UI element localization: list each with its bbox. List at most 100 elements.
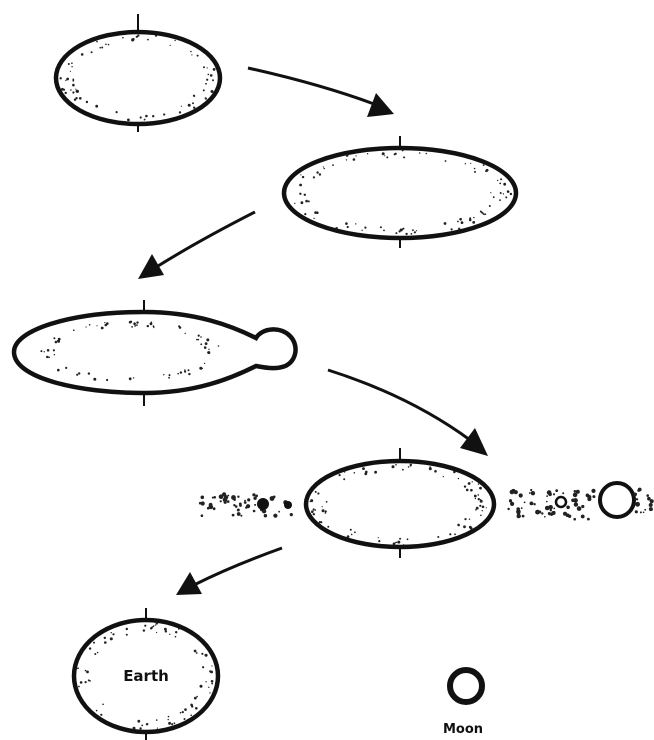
stipple-dot	[149, 322, 153, 326]
stipple-dot	[350, 533, 353, 536]
stipple-dot	[473, 216, 475, 219]
stipple-dot	[46, 355, 49, 359]
stipple-dot	[412, 229, 414, 232]
stipple-dot	[505, 196, 508, 199]
stipple-dot	[327, 525, 330, 528]
stipple-dot	[366, 153, 369, 155]
stipple-dot	[202, 89, 205, 92]
stipple-dot	[211, 682, 214, 685]
stipple-dot	[164, 630, 168, 633]
stipple-dot	[405, 232, 408, 236]
stipple-dot	[153, 625, 155, 627]
stipple-dot	[208, 348, 210, 350]
stipple-dot	[468, 518, 471, 520]
stipple-dot	[155, 719, 158, 721]
debris-particle	[236, 512, 241, 516]
earth-outline	[71, 617, 221, 735]
stipple-dot	[192, 102, 194, 105]
stipple-dot	[65, 79, 67, 82]
debris-particle	[269, 496, 275, 501]
debris-particle	[226, 500, 230, 503]
stipple-dot	[303, 193, 306, 196]
stipple-dot	[177, 372, 179, 375]
stipple-dot	[107, 43, 110, 46]
stipple-dot	[193, 649, 197, 653]
stipple-dot	[399, 228, 403, 232]
stipple-dot	[184, 370, 187, 373]
stipple-dot	[136, 321, 139, 324]
debris-particle	[244, 499, 246, 502]
stipple-dot	[338, 474, 341, 477]
debris-particle	[562, 492, 565, 495]
stipple-dot	[460, 221, 464, 225]
stipple-dot	[87, 372, 91, 375]
stipple-dot	[391, 465, 395, 469]
debris-particle	[563, 511, 567, 516]
debris-particle	[544, 505, 550, 511]
stipple-dot	[131, 326, 134, 328]
debris-left-clump	[257, 498, 269, 510]
debris-particle	[239, 504, 242, 507]
stipple-dot	[301, 175, 305, 179]
debris-particle	[573, 517, 576, 521]
stipple-dot	[195, 652, 198, 654]
stipple-dot	[197, 334, 200, 337]
stipple-dot	[145, 114, 148, 118]
stipple-dot	[146, 723, 149, 725]
stipple-dot	[85, 100, 89, 104]
stipple-dot	[155, 624, 157, 626]
stipple-dot	[64, 91, 67, 95]
debris-particle	[247, 498, 251, 502]
stipple-dot	[75, 88, 77, 90]
debris-particle	[647, 496, 651, 501]
debris-particle	[635, 501, 640, 507]
stipple-dot	[500, 178, 503, 181]
stipple-dot	[479, 499, 483, 503]
debris-particle	[289, 513, 293, 517]
debris-particle	[206, 506, 210, 510]
stipple-dot	[492, 196, 495, 199]
stipple-dot	[174, 39, 176, 42]
stipple-dot	[96, 40, 98, 43]
stipple-dot	[104, 322, 106, 324]
stage-4-outline	[303, 458, 497, 550]
stipple-dot	[126, 118, 130, 122]
debris-particle	[648, 503, 653, 507]
stipple-dot	[88, 324, 91, 326]
stipple-dot	[66, 77, 69, 81]
stipple-dot	[318, 173, 322, 176]
stipple-dot	[110, 632, 112, 634]
debris-right-particles	[507, 488, 596, 521]
stipple-dot	[178, 326, 182, 329]
stipple-dot	[409, 463, 412, 467]
stipple-dot	[415, 230, 418, 232]
stipple-dot	[321, 509, 325, 513]
debris-particle	[566, 505, 570, 510]
debris-particle	[231, 513, 235, 517]
debris-particle	[544, 515, 546, 518]
debris-particle	[237, 495, 240, 498]
arrow-3-shaft	[327, 368, 471, 442]
stipple-dot	[475, 509, 477, 511]
debris-particle	[572, 492, 578, 498]
debris-particle	[547, 512, 551, 515]
stipple-dot	[381, 152, 385, 156]
stipple-dot	[459, 217, 462, 221]
debris-particle	[551, 511, 556, 516]
stipple-dot	[128, 377, 132, 381]
stipple-dot	[179, 371, 183, 374]
stipple-dot	[210, 74, 213, 77]
stipple-dot	[488, 205, 491, 207]
stipple-dot	[115, 111, 118, 114]
stipple-dot	[137, 34, 140, 37]
stipple-dot	[206, 338, 210, 342]
stipple-dot	[90, 51, 93, 54]
stage-1-body	[53, 14, 223, 132]
stipple-dot	[57, 337, 61, 341]
stipple-dot	[202, 666, 205, 669]
stipple-dot	[413, 231, 416, 234]
debris-particle	[535, 509, 540, 515]
stipple-dot	[205, 681, 207, 683]
debris-particle	[538, 510, 542, 514]
debris-particle	[571, 498, 575, 503]
